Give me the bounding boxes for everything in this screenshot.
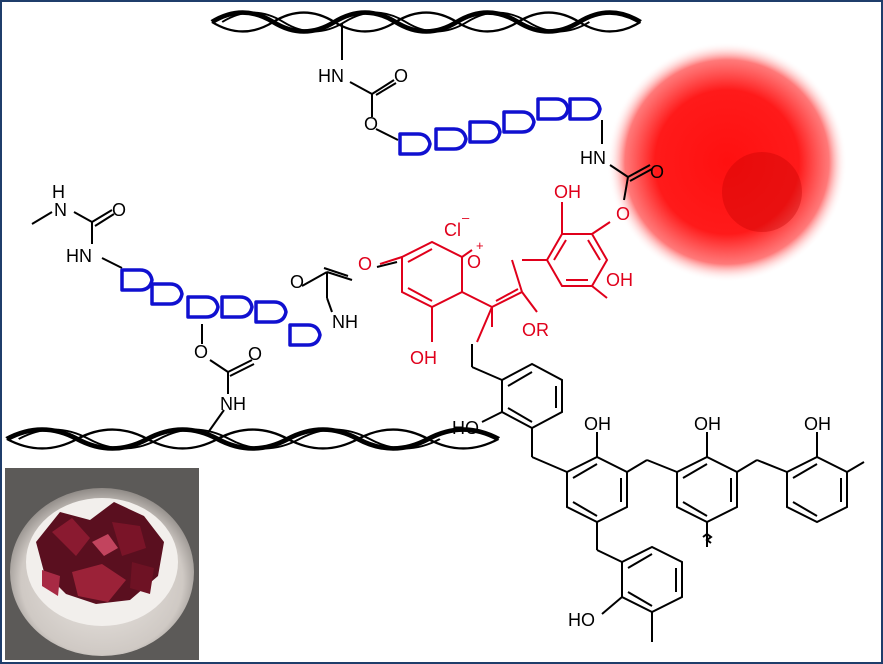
label-nh-low: NH	[220, 394, 246, 414]
polymer-linker-top	[398, 97, 602, 156]
label-oh-4: OH	[804, 414, 831, 434]
label-o-low-carbonyl: O	[248, 344, 262, 364]
label-hn-top: HN	[318, 66, 344, 86]
dna-helix-icon	[212, 13, 640, 32]
label-oh-top: OH	[554, 182, 581, 202]
label-or: OR	[522, 320, 549, 340]
label-h-left: H	[52, 182, 65, 202]
label-o-ester: O	[364, 114, 378, 134]
label-hn-right: HN	[580, 148, 606, 168]
bond-lines	[31, 24, 865, 642]
red-nanoparticle-icon	[607, 42, 847, 282]
label-plus: +	[476, 238, 484, 253]
label-cl: Cl	[444, 220, 461, 240]
label-o-right: O	[650, 162, 664, 182]
label-hn-left: HN	[66, 246, 92, 266]
label-minus: –	[462, 210, 470, 225]
dna-helix-icon	[7, 430, 498, 449]
label-nh-mid: NH	[332, 312, 358, 332]
label-oh-bottom: OH	[410, 348, 437, 368]
label-oh-3: OH	[694, 414, 721, 434]
label-o-ring: O	[467, 252, 481, 272]
label-n-left: N	[54, 200, 67, 220]
label-oh-2: OH	[584, 414, 611, 434]
label-o-link: O	[616, 204, 630, 224]
hibiscus-bowl-photo	[5, 468, 199, 660]
label-o-mid: O	[290, 272, 304, 292]
anthocyanin-core	[379, 202, 611, 343]
label-oh-right: OH	[606, 270, 633, 290]
label-o-left-carbonyl: O	[112, 200, 126, 220]
label-ho-5: HO	[568, 610, 595, 630]
label-o-carbonyl: O	[394, 66, 408, 86]
label-o-low: O	[194, 342, 208, 362]
label-ho-1: HO	[452, 418, 479, 438]
label-o-left: O	[358, 254, 372, 274]
